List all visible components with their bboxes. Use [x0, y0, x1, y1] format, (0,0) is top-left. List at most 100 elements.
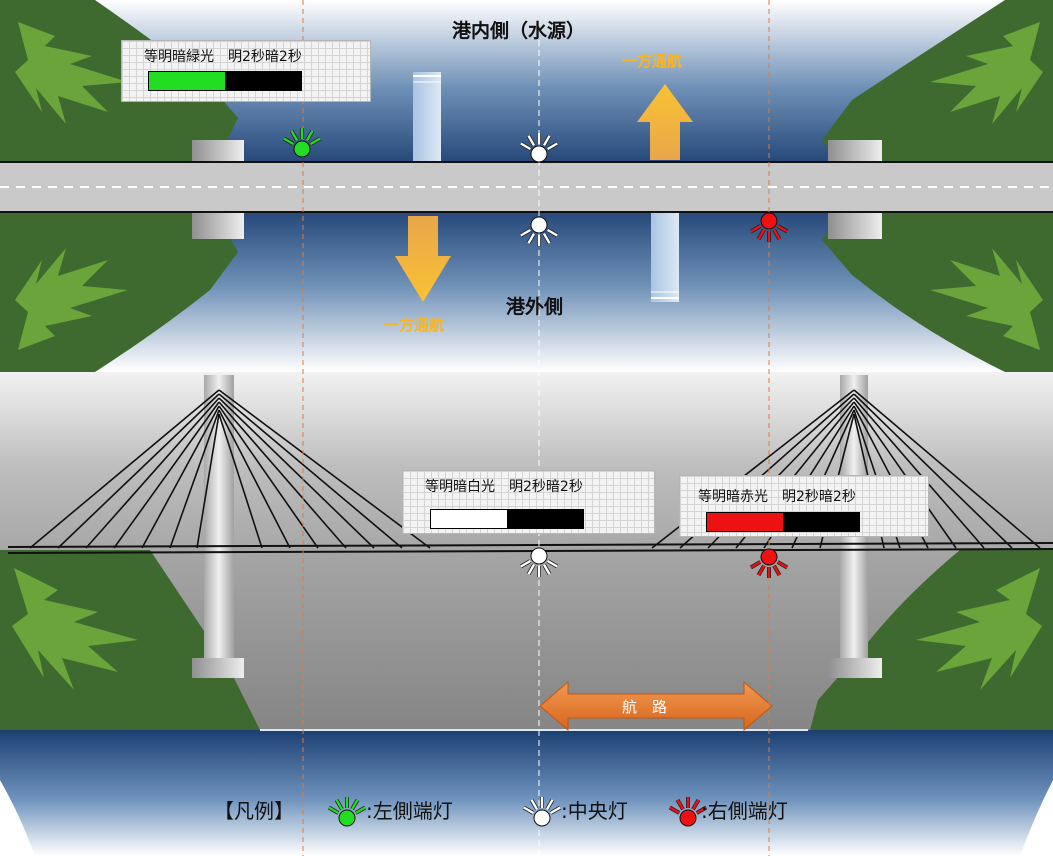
legend-left-label: :左側端灯	[366, 799, 453, 823]
light-ray	[772, 565, 781, 576]
elevation-view	[0, 372, 1053, 856]
legend-white-icon	[522, 797, 562, 827]
bridge-deck-plan	[0, 162, 1053, 212]
deck-bottom-edge	[7, 548, 1053, 554]
flash-bar-off-phase	[225, 72, 301, 90]
water-surface	[0, 730, 1053, 856]
light-ray	[527, 233, 536, 244]
light-ray	[757, 229, 766, 240]
light-ray	[520, 228, 531, 237]
light-bulb	[530, 216, 548, 234]
oneway-down-label: 一方通航	[384, 316, 445, 334]
plan-view	[0, 0, 1053, 372]
light-ray	[669, 806, 680, 815]
red-light-plan	[749, 212, 789, 242]
light-bulb	[338, 809, 356, 827]
white-light-spec-box: 等明暗白光 明2秒暗2秒	[402, 470, 655, 534]
oneway-up-label: 一方通航	[622, 52, 683, 70]
building-reflection-top	[413, 72, 441, 162]
flash-bar-on-phase	[149, 72, 225, 90]
abutment-top-left	[192, 140, 244, 162]
tree-top-right	[930, 22, 1043, 124]
legend-center-label: :中央灯	[561, 799, 628, 823]
light-markers	[282, 128, 789, 827]
abutment-top-right	[828, 140, 882, 162]
light-ray	[772, 229, 781, 240]
red-light-spec-label: 等明暗赤光 明2秒暗2秒	[698, 489, 856, 505]
light-bulb	[679, 809, 697, 827]
tree-top-left	[15, 22, 128, 124]
pylon-right-base	[828, 658, 882, 678]
legend-title: 【凡例】	[214, 799, 294, 823]
light-ray	[520, 559, 531, 568]
light-ray	[335, 799, 344, 810]
light-ray	[542, 135, 551, 146]
light-ray	[750, 560, 761, 569]
light-ray	[350, 799, 359, 810]
white-light-flash-bar	[430, 509, 584, 529]
light-ray	[305, 130, 314, 141]
green-light-spec-label: 等明暗緑光 明2秒暗2秒	[144, 49, 302, 65]
light-ray	[527, 135, 536, 146]
white-light-plan-bottom	[519, 216, 559, 246]
light-ray	[547, 142, 558, 151]
white-light-elev	[519, 547, 559, 577]
light-ray	[547, 228, 558, 237]
light-ray	[283, 137, 294, 146]
oneway-arrow-down	[395, 216, 451, 302]
light-ray	[676, 799, 685, 810]
tree-bottom-left	[15, 248, 128, 350]
channel-label: 航 路	[622, 698, 668, 716]
light-ray	[545, 799, 554, 810]
light-ray	[750, 224, 761, 233]
red-light-flash-bar	[706, 512, 860, 532]
legend-green-icon	[327, 797, 367, 827]
light-bulb	[760, 212, 778, 230]
pylon-left-base	[192, 658, 244, 678]
light-ray	[523, 806, 534, 815]
light-ray	[310, 137, 321, 146]
channel-arrow	[539, 680, 773, 732]
light-ray	[542, 564, 551, 575]
light-ray	[696, 806, 707, 815]
legend-red-icon	[668, 797, 708, 827]
flash-bar-on-phase	[431, 510, 507, 528]
green-light-spec-box: 等明暗緑光 明2秒暗2秒	[121, 40, 371, 102]
flash-bar-off-phase	[507, 510, 583, 528]
light-ray	[757, 565, 766, 576]
light-bulb	[533, 809, 551, 827]
white-light-spec-label: 等明暗白光 明2秒暗2秒	[425, 479, 583, 495]
legend-right-label: :右側端灯	[701, 799, 788, 823]
building-reflection-bottom	[651, 212, 679, 302]
light-bulb	[760, 548, 778, 566]
harbor-inner-label: 港内側（水源）	[452, 20, 586, 42]
tree-elev-right	[916, 568, 1042, 690]
light-ray	[290, 130, 299, 141]
pylon-left	[204, 375, 234, 658]
light-ray	[328, 806, 339, 815]
flash-bar-on-phase	[707, 513, 783, 531]
red-light-elev	[749, 548, 789, 578]
harbor-outer-label: 港外側	[506, 296, 564, 318]
tree-bottom-right	[930, 248, 1043, 350]
light-bulb	[530, 145, 548, 163]
green-light-flash-bar	[148, 71, 302, 91]
light-ray	[530, 799, 539, 810]
green-light-plan	[282, 128, 322, 158]
tree-elev-left	[12, 568, 138, 690]
white-light-plan-top	[519, 133, 559, 163]
light-ray	[355, 806, 366, 815]
light-ray	[550, 806, 561, 815]
light-ray	[527, 564, 536, 575]
light-ray	[777, 224, 788, 233]
deck-top-edge	[7, 542, 1053, 548]
light-bulb	[293, 140, 311, 158]
oneway-arrow-up	[637, 84, 693, 160]
abutment-bottom-left	[192, 212, 244, 239]
red-light-spec-box: 等明暗赤光 明2秒暗2秒	[679, 475, 929, 537]
light-ray	[691, 799, 700, 810]
light-ray	[777, 560, 788, 569]
flash-bar-off-phase	[783, 513, 859, 531]
